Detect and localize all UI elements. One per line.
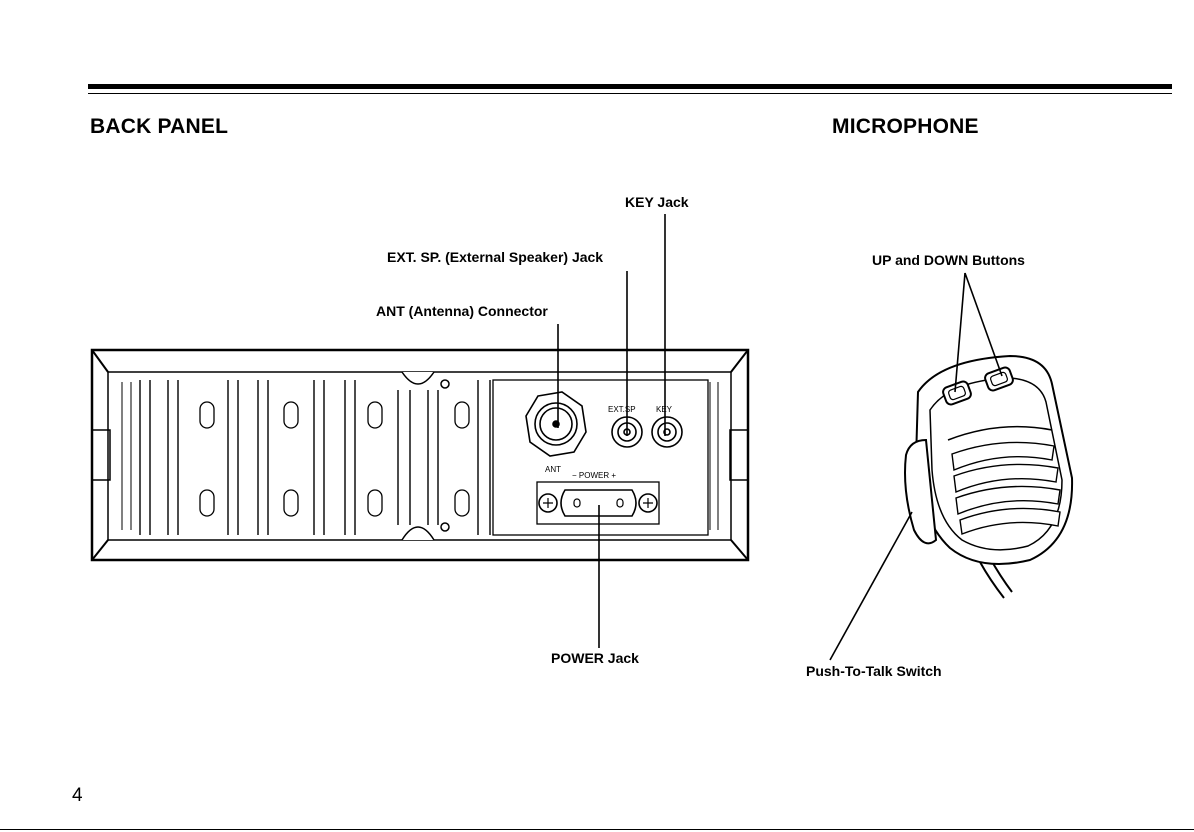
page-number: 4	[72, 785, 83, 807]
ptt-leader-line	[830, 512, 912, 660]
ant-connector	[526, 392, 586, 456]
microphone-drawing	[905, 356, 1072, 598]
heatsink-fins	[140, 380, 490, 535]
mounting-notches	[402, 372, 449, 540]
bottom-rule	[0, 829, 1194, 830]
power-marking: − POWER +	[572, 471, 616, 480]
power-connector	[537, 482, 659, 524]
ant-marking: ANT	[545, 465, 561, 474]
key-jack	[652, 417, 682, 447]
ext-sp-marking: EXT.SP	[608, 405, 636, 414]
